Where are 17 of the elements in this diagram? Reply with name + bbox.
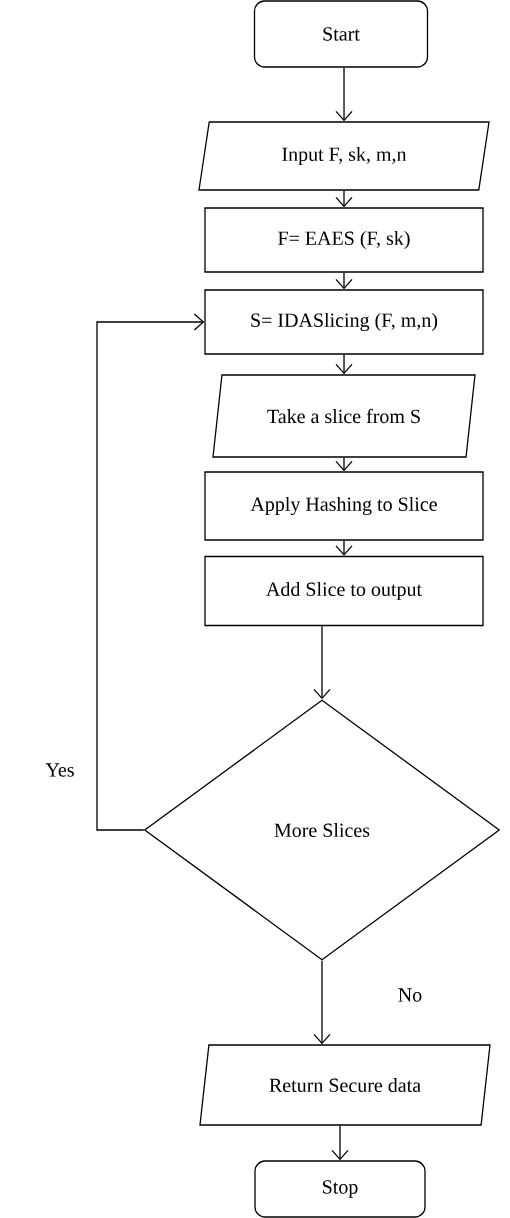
- process-box: F= EAES (F, sk): [204, 207, 484, 273]
- terminal-box: Start: [253, 0, 429, 68]
- edge-label: Yes: [43, 761, 77, 779]
- input-parallelogram: Input F, sk, m,n: [198, 121, 490, 191]
- arrow: [313, 960, 331, 1045]
- process-box: Add Slice to output: [204, 555, 484, 627]
- process-box: S= IDASlicing (F, m,n): [204, 289, 484, 355]
- arrow: [331, 1125, 349, 1161]
- arrow: [335, 354, 353, 375]
- arrow: [96, 313, 205, 831]
- arrow: [313, 625, 331, 700]
- edge-label: No: [395, 986, 425, 1004]
- arrow: [335, 67, 353, 122]
- input-parallelogram: Take a slice from S: [212, 374, 476, 458]
- terminal-box: Stop: [254, 1160, 426, 1218]
- process-box: Apply Hashing to Slice: [204, 471, 484, 541]
- output-parallelogram: Return Secure data: [199, 1044, 491, 1126]
